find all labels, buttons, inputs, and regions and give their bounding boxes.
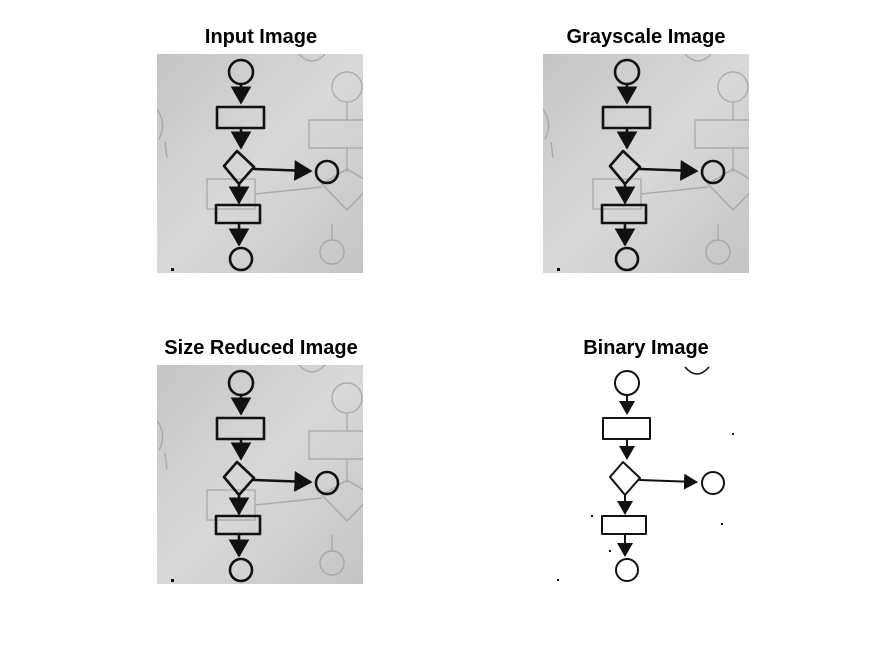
flowchart-drawing xyxy=(214,58,340,272)
binary-noise-specks xyxy=(557,366,734,581)
arrow-decision-to-right-circle xyxy=(638,160,699,181)
paper-background xyxy=(543,54,749,273)
right-circle xyxy=(700,159,726,185)
arrow-decision-to-right-circle xyxy=(639,473,698,490)
panel-title-binary: Binary Image xyxy=(583,337,709,359)
flowchart-drawing xyxy=(601,370,725,582)
binary-image-panel xyxy=(543,365,749,584)
end-circle xyxy=(228,246,254,272)
end-circle xyxy=(614,246,640,272)
right-circle xyxy=(314,159,340,185)
input-image-panel xyxy=(157,54,363,273)
flowchart-drawing xyxy=(600,58,726,272)
right-circle xyxy=(701,471,725,495)
arrow-decision-to-right-circle xyxy=(252,160,313,181)
paper-background xyxy=(157,365,363,584)
size-reduced-image-panel xyxy=(157,365,363,584)
binary-background xyxy=(543,365,749,584)
arrow-decision-to-right-circle xyxy=(252,471,313,492)
flowchart-drawing xyxy=(214,369,340,583)
panel-title-input: Input Image xyxy=(204,26,318,48)
corner-smudge xyxy=(171,268,174,271)
paper-background xyxy=(157,54,363,273)
end-circle xyxy=(615,558,639,582)
grayscale-image-panel xyxy=(543,54,749,273)
panel-title-grayscale: Grayscale Image xyxy=(566,26,726,48)
panel-title-size-reduced: Size Reduced Image xyxy=(164,337,358,359)
corner-smudge xyxy=(557,268,560,271)
end-circle xyxy=(228,557,254,583)
right-circle xyxy=(314,470,340,496)
corner-smudge xyxy=(171,579,174,582)
